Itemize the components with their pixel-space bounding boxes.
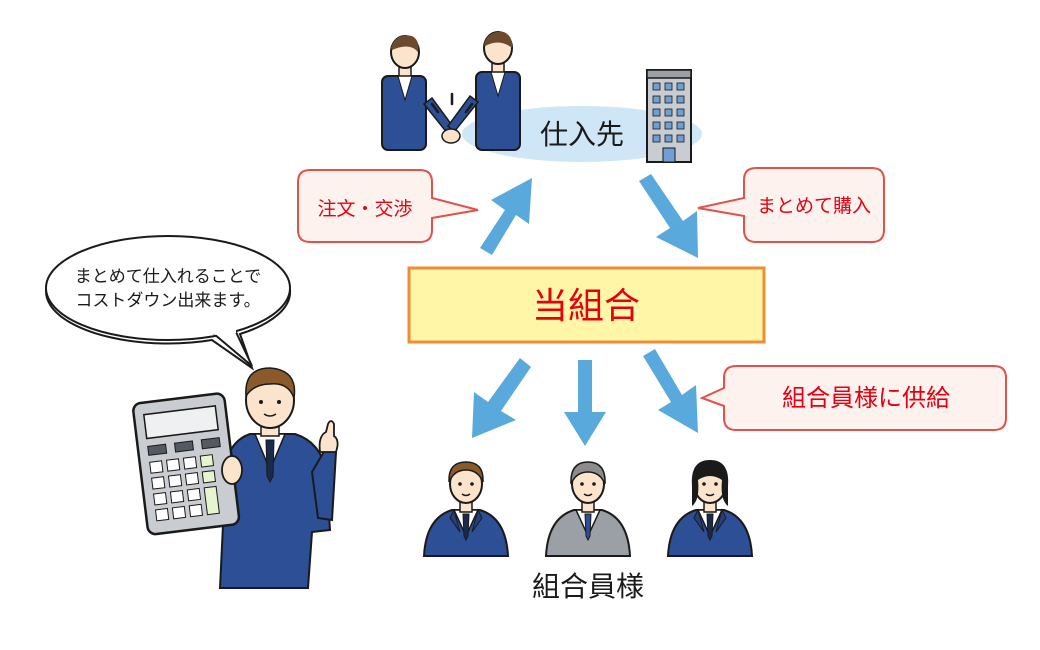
arrow-union-to-member-right — [643, 349, 698, 433]
arrow-group — [472, 174, 698, 446]
building-icon — [646, 69, 692, 163]
member-group: 組合員様 — [423, 460, 753, 603]
callout-order-negotiation-text: 注文・交渉 — [317, 198, 412, 220]
arrow-union-to-member-center — [564, 360, 606, 446]
supplier-group: 仕入先 — [381, 31, 702, 163]
member-young-man-icon — [423, 461, 509, 557]
callout-supply-to-members-text: 組合員様に供給 — [782, 384, 950, 412]
callout-bulk-purchase-text: まとめて購入 — [757, 195, 871, 217]
union-label: 当組合 — [532, 286, 640, 327]
businessman-with-calculator — [132, 367, 339, 589]
arrow-union-to-supplier — [480, 178, 532, 255]
callout-bulk-purchase: まとめて購入 — [697, 167, 885, 243]
speech-line-1: まとめて仕入れることで — [75, 267, 262, 287]
callout-supply-to-members: 組合員様に供給 — [699, 365, 1007, 431]
supplier-label: 仕入先 — [540, 118, 624, 151]
speech-bubble: まとめて仕入れることで コストダウン出来ます。 — [45, 235, 292, 371]
speech-line-2: コストダウン出来ます。 — [75, 291, 260, 311]
supplier-ellipse — [462, 106, 702, 162]
calculator-icon — [132, 392, 241, 536]
members-label: 組合員様 — [532, 570, 644, 603]
callout-order-negotiation: 注文・交渉 — [297, 169, 479, 243]
handshake-icon — [381, 31, 521, 151]
member-senior-man-icon — [544, 461, 632, 557]
union-box: 当組合 — [407, 266, 766, 344]
arrow-union-to-member-left — [472, 358, 531, 438]
member-woman-icon — [667, 460, 753, 557]
arrow-supplier-to-union — [639, 174, 698, 258]
